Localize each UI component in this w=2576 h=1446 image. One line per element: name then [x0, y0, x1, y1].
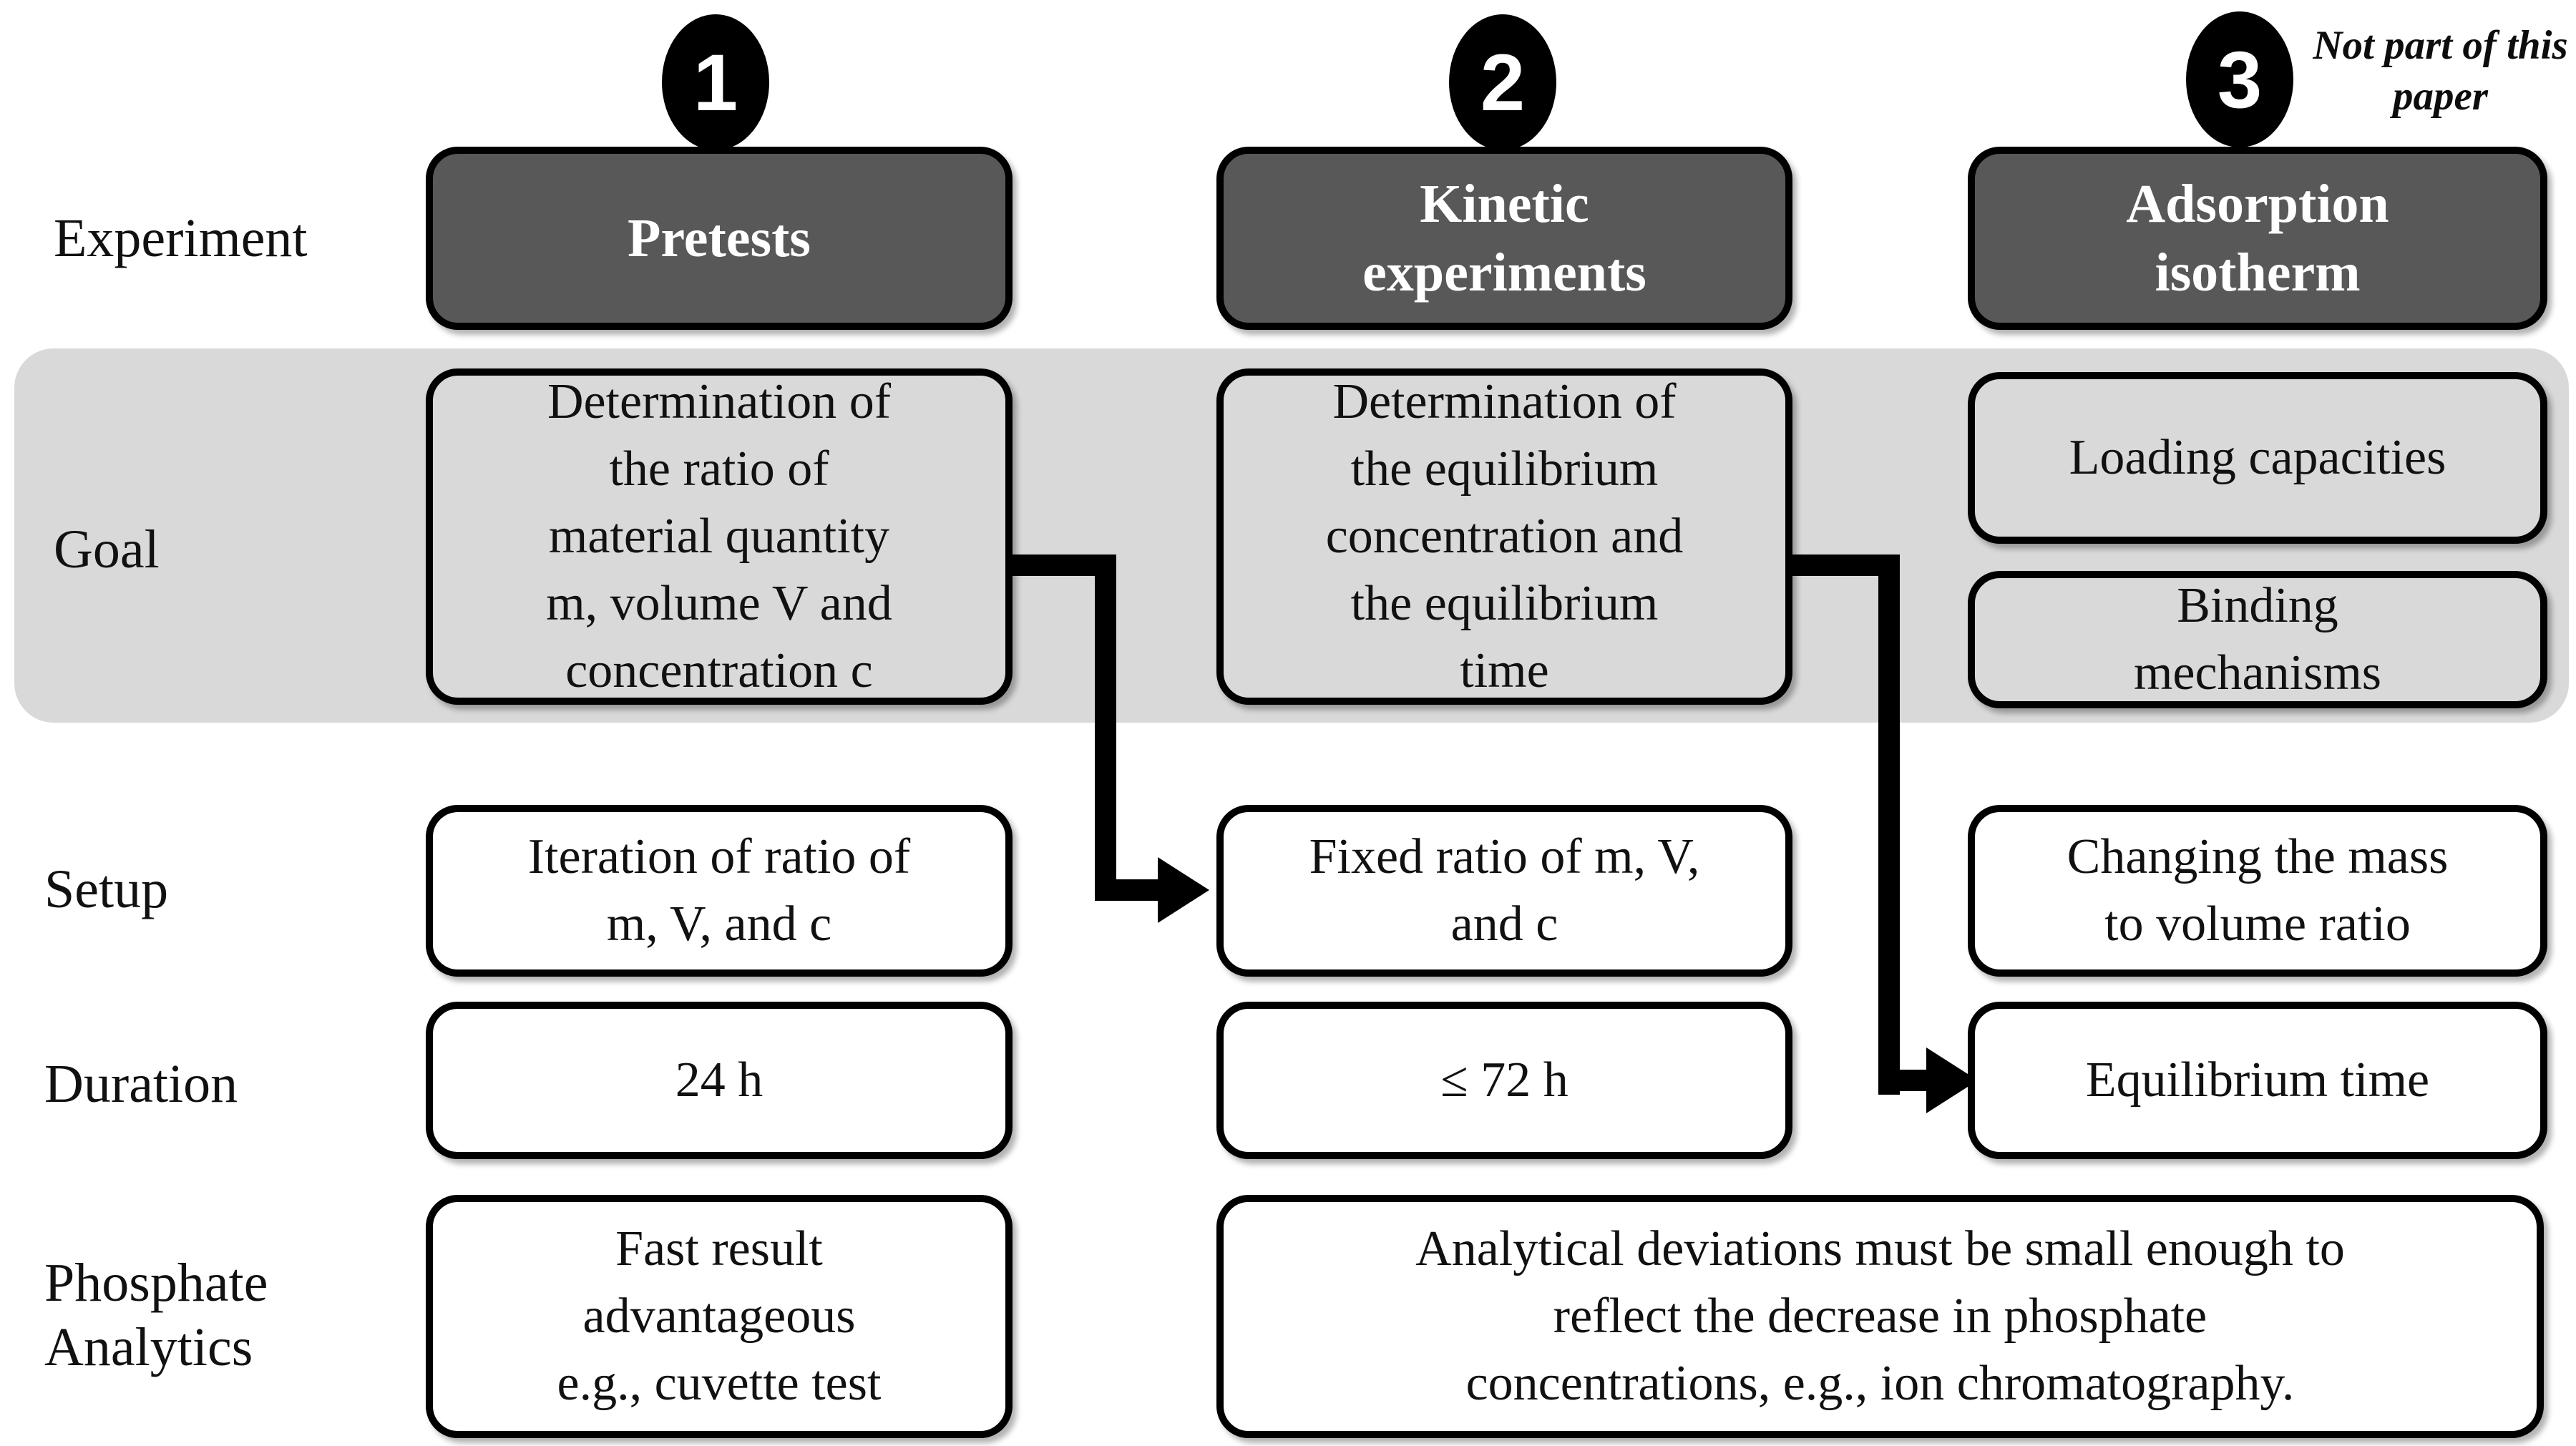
row-label-phosphate-analytics: Phosphate Analytics: [44, 1251, 268, 1379]
header-adsorption-line2: isotherm: [2155, 243, 2361, 303]
step-badge-1-number: 1: [693, 37, 738, 127]
arrow-1-head-icon: [1158, 857, 1209, 923]
analytics-box-shared: Analytical deviations must be small enou…: [1216, 1195, 2544, 1438]
header-adsorption-line1: Adsorption: [2126, 174, 2389, 234]
row-label-phosphate-analytics-line1: Phosphate: [44, 1253, 268, 1313]
setup-kinetic-line2: and c: [1450, 897, 1558, 952]
goal-pretests-line5: concentration c: [565, 643, 873, 698]
header-pretests-line1: Pretests: [627, 208, 811, 268]
goal-kinetic-line5: time: [1460, 643, 1549, 698]
setup-pretests-line2: m, V, and c: [606, 897, 832, 952]
analytics-shared-line3: concentrations, e.g., ion chromatography…: [1465, 1356, 2295, 1411]
step-badge-3-number: 3: [2217, 34, 2263, 124]
goal-pretests-line4: m, volume V and: [546, 576, 892, 631]
goal-box-pretests: Determination of the ratio of material q…: [426, 368, 1013, 705]
header-kinetic-line2: experiments: [1362, 243, 1646, 303]
analytics-shared-line2: reflect the decrease in phosphate: [1553, 1289, 2207, 1344]
goal-kinetic-line1: Determination of: [1332, 374, 1677, 429]
duration-box-isotherm: Equilibrium time: [1968, 1002, 2547, 1159]
header-kinetic-line1: Kinetic: [1420, 174, 1589, 234]
goal-pretests-line2: the ratio of: [609, 441, 829, 497]
setup-isotherm-line1: Changing the mass: [2067, 829, 2449, 884]
duration-kinetic-value: ≤ 72 h: [1440, 1052, 1568, 1108]
goal-box-binding-mechanisms: Binding mechanisms: [1968, 571, 2547, 708]
step-badge-1: 1: [662, 14, 769, 150]
goal-kinetic-line4: the equilibrium: [1350, 576, 1659, 631]
step-badge-3: 3: [2186, 11, 2293, 147]
row-label-setup: Setup: [44, 859, 169, 919]
header-box-adsorption-isotherm: Adsorption isotherm: [1968, 147, 2547, 330]
row-label-experiment: Experiment: [54, 208, 308, 268]
setup-isotherm-line2: to volume ratio: [2104, 897, 2411, 952]
note-line1: Not part of: [2313, 23, 2497, 68]
row-label-goal: Goal: [54, 519, 160, 580]
header-box-pretests: Pretests: [426, 147, 1013, 330]
goal-box-kinetic: Determination of the equilibrium concent…: [1216, 368, 1792, 705]
goal-kinetic-line2: the equilibrium: [1350, 441, 1659, 497]
step-badge-2: 2: [1449, 14, 1556, 150]
goal-box-loading-capacities: Loading capacities: [1968, 372, 2547, 544]
note-line2: this paper: [2393, 23, 2568, 119]
row-label-phosphate-analytics-line2: Analytics: [44, 1317, 253, 1377]
goal-pretests-line3: material quantity: [548, 509, 890, 564]
goal-pretests-line1: Determination of: [547, 374, 892, 429]
setup-box-isotherm: Changing the mass to volume ratio: [1968, 805, 2547, 977]
duration-box-pretests: 24 h: [426, 1002, 1013, 1159]
step-badge-2-number: 2: [1480, 37, 1526, 127]
arrow-2-segment-horizontal-bottom: [1878, 1070, 1932, 1091]
row-label-duration: Duration: [44, 1054, 238, 1114]
analytics-pretests-line3: e.g., cuvette test: [557, 1356, 882, 1411]
analytics-box-pretests: Fast result advantageous e.g., cuvette t…: [426, 1195, 1013, 1438]
goal-kinetic-line3: concentration and: [1325, 509, 1684, 564]
duration-isotherm-value: Equilibrium time: [2085, 1052, 2430, 1108]
binding-mechanisms-line1: Binding: [2177, 578, 2338, 633]
duration-box-kinetic: ≤ 72 h: [1216, 1002, 1792, 1159]
header-box-kinetic-experiments: Kinetic experiments: [1216, 147, 1792, 330]
setup-pretests-line1: Iteration of ratio of: [527, 829, 911, 884]
duration-pretests-value: 24 h: [675, 1052, 763, 1108]
setup-box-pretests: Iteration of ratio of m, V, and c: [426, 805, 1013, 977]
arrow-1-segment-vertical: [1095, 555, 1116, 901]
analytics-shared-line1: Analytical deviations must be small enou…: [1415, 1221, 2345, 1276]
binding-mechanisms-line2: mechanisms: [2133, 645, 2382, 700]
analytics-pretests-line1: Fast result: [615, 1221, 823, 1276]
not-part-of-paper-note: Not part of this paper: [2310, 20, 2571, 122]
setup-kinetic-line1: Fixed ratio of m, V,: [1309, 829, 1700, 884]
loading-capacities-line1: Loading capacities: [2069, 430, 2446, 485]
arrow-1-segment-horizontal-bottom: [1095, 879, 1163, 901]
arrow-2-segment-vertical: [1878, 555, 1900, 1095]
analytics-pretests-line2: advantageous: [582, 1289, 856, 1344]
setup-box-kinetic: Fixed ratio of m, V, and c: [1216, 805, 1792, 977]
